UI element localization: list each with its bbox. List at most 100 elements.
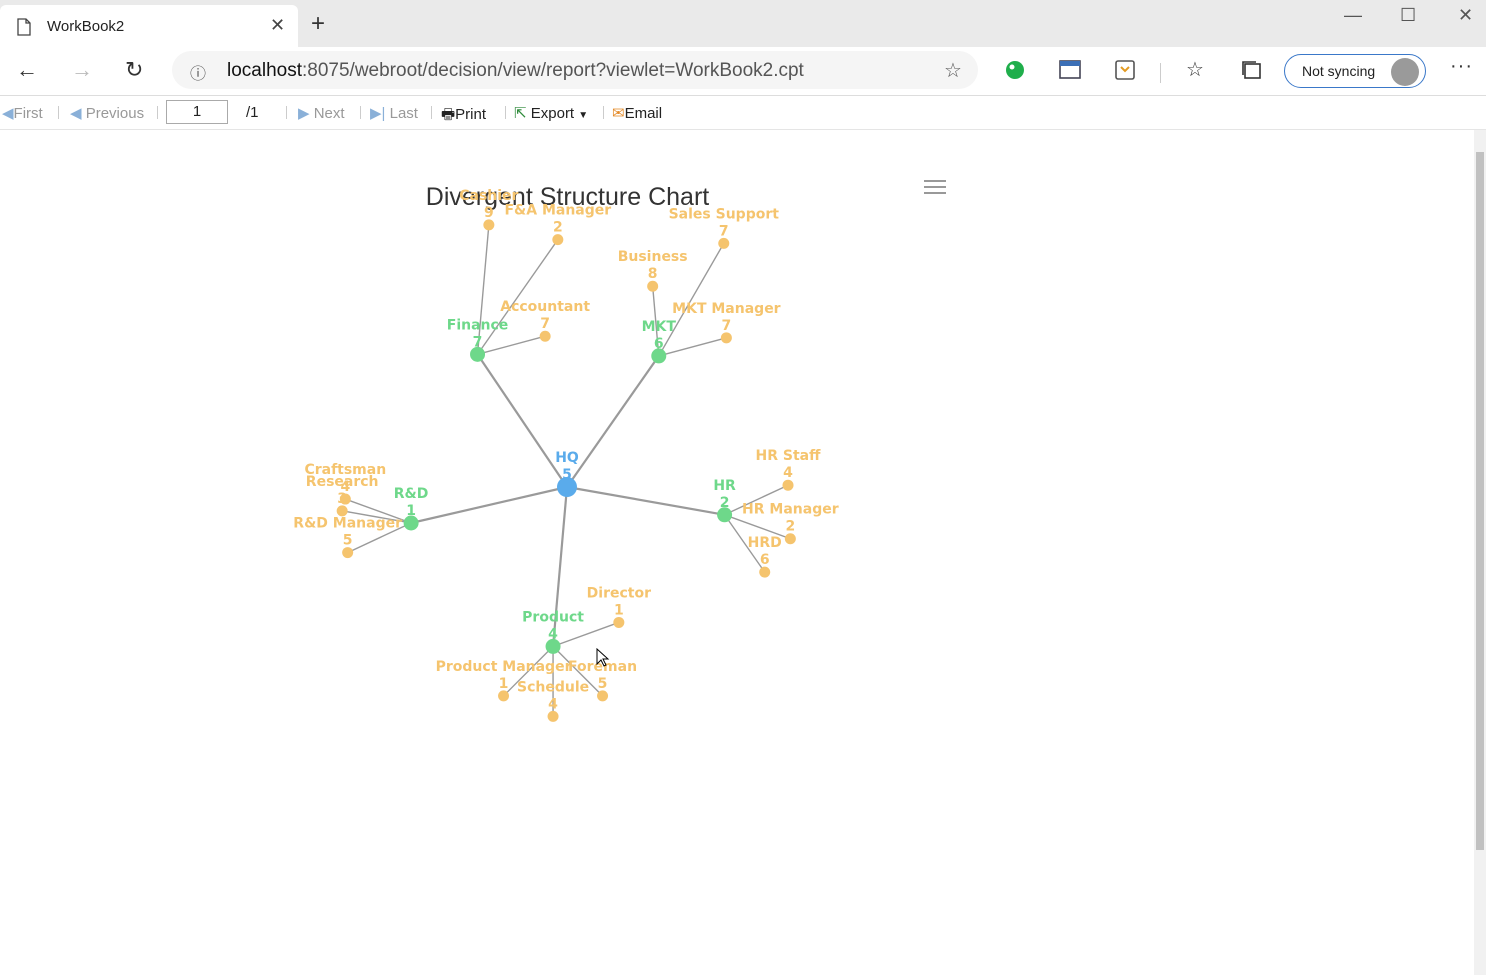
pocket-extension-icon[interactable]	[1114, 59, 1136, 81]
node-label: Craftsman	[304, 462, 386, 478]
vertical-scrollbar[interactable]	[1474, 130, 1486, 975]
previous-icon: ◀	[70, 105, 82, 122]
tree-link	[410, 485, 568, 525]
position-node[interactable]	[718, 237, 730, 249]
more-menu-icon[interactable]: ···	[1450, 55, 1473, 77]
export-icon: ⇱	[514, 105, 527, 122]
tree-link	[723, 514, 766, 573]
back-icon[interactable]: ←	[16, 57, 38, 82]
position-node[interactable]	[782, 479, 794, 491]
node-label: Sales Support	[669, 206, 780, 222]
node-value: 4	[340, 479, 350, 495]
forward-icon[interactable]: →	[71, 57, 93, 82]
department-node[interactable]	[651, 348, 667, 364]
node-value: 3	[337, 491, 347, 507]
position-node[interactable]	[552, 234, 564, 246]
node-value: 9	[484, 205, 494, 221]
first-page-button[interactable]: ◀First	[2, 105, 43, 122]
tree-link	[566, 485, 725, 516]
next-page-button[interactable]: ▶ Next	[298, 105, 345, 122]
url-text[interactable]: localhost:8075/webroot/decision/view/rep…	[227, 60, 804, 81]
node-label: Finance	[447, 317, 509, 333]
position-node[interactable]	[336, 505, 348, 517]
position-node[interactable]	[539, 330, 551, 342]
node-value: 4	[548, 626, 558, 642]
tree-link	[658, 337, 727, 357]
close-tab-icon[interactable]: ✕	[270, 15, 286, 35]
node-value: 4	[783, 465, 793, 481]
favorite-star-icon[interactable]: ☆	[944, 60, 962, 82]
chart-menu-icon[interactable]	[924, 180, 946, 196]
node-label: HQ	[555, 450, 579, 466]
page-icon	[17, 18, 31, 36]
profile-sync-button[interactable]: Not syncing	[1284, 54, 1426, 88]
minimize-icon[interactable]: —	[1344, 5, 1362, 25]
export-button[interactable]: ⇱ Export ▼	[514, 105, 589, 122]
new-tab-button[interactable]: +	[311, 10, 326, 37]
refresh-icon[interactable]: ↻	[125, 57, 144, 82]
toolbar-separator	[431, 106, 432, 119]
next-icon: ▶	[298, 105, 310, 122]
collections-icon[interactable]	[1241, 59, 1263, 81]
mouse-cursor-icon	[596, 648, 610, 667]
node-label: F&A Manager	[504, 203, 611, 219]
tree-link	[347, 522, 412, 554]
page-number-input[interactable]: 1	[166, 100, 228, 124]
tab-title: WorkBook2	[47, 18, 125, 35]
tree-link	[552, 645, 604, 697]
position-node[interactable]	[720, 332, 732, 344]
node-label: Accountant	[500, 299, 590, 315]
previous-page-button[interactable]: ◀ Previous	[70, 105, 145, 122]
position-node[interactable]	[547, 710, 559, 722]
node-label: Product	[522, 609, 584, 625]
department-node[interactable]	[403, 515, 419, 531]
node-value: 6	[654, 336, 664, 352]
node-label: Product Manager	[436, 659, 572, 675]
toolbar-separator	[603, 106, 604, 119]
node-value: 5	[343, 533, 353, 549]
info-icon[interactable]: ⓘ	[190, 66, 207, 83]
sync-label: Not syncing	[1302, 63, 1376, 79]
node-value: 2	[785, 519, 795, 535]
node-label: HR Staff	[756, 448, 822, 464]
toolbar-separator	[360, 106, 361, 119]
node-value: 7	[473, 334, 483, 350]
address-bar[interactable]: ⓘ localhost:8075/webroot/decision/view/r…	[172, 51, 978, 89]
page-total: /1	[246, 104, 259, 121]
position-node[interactable]	[483, 219, 495, 231]
node-value: 7	[719, 223, 729, 239]
tree-link	[651, 286, 660, 356]
position-node[interactable]	[597, 690, 609, 702]
node-value: 1	[614, 602, 624, 618]
root-node[interactable]	[557, 477, 577, 497]
position-node[interactable]	[613, 616, 625, 628]
tree-link	[551, 486, 569, 647]
node-value: 7	[722, 318, 732, 334]
evernote-icon[interactable]	[1004, 59, 1026, 81]
tree-link	[476, 224, 490, 355]
dropdown-caret-icon: ▼	[578, 110, 589, 121]
avatar	[1391, 58, 1419, 86]
node-value: 4	[548, 696, 558, 712]
position-node[interactable]	[342, 547, 354, 559]
node-label: HR	[713, 478, 736, 494]
close-window-icon[interactable]: ✕	[1458, 5, 1474, 25]
position-node[interactable]	[647, 280, 659, 292]
print-button[interactable]: 🖶Print	[441, 106, 487, 123]
scrollbar-thumb[interactable]	[1476, 152, 1484, 850]
position-node[interactable]	[784, 533, 796, 545]
email-button[interactable]: ✉Email	[612, 105, 663, 122]
department-node[interactable]	[470, 346, 486, 362]
node-value: 7	[540, 316, 550, 332]
position-node[interactable]	[339, 493, 351, 505]
position-node[interactable]	[498, 690, 510, 702]
browser-tab[interactable]: WorkBook2 ✕	[0, 5, 298, 47]
department-node[interactable]	[545, 638, 561, 654]
maximize-icon[interactable]: ☐	[1400, 5, 1417, 25]
reader-icon[interactable]	[1059, 59, 1081, 81]
department-node[interactable]	[717, 507, 733, 523]
last-page-button[interactable]: ▶| Last	[370, 105, 418, 122]
favorites-icon[interactable]: ☆	[1186, 59, 1204, 81]
position-node[interactable]	[759, 566, 771, 578]
